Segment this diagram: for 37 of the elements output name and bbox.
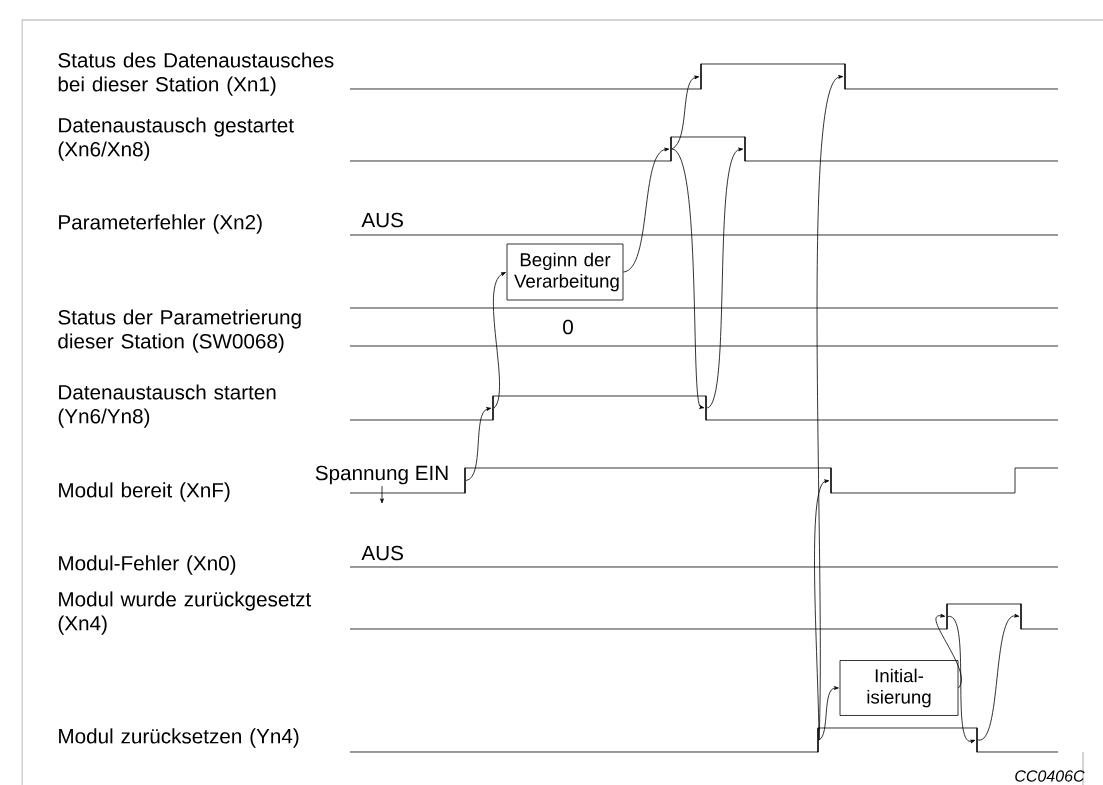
signal-edge xyxy=(976,727,978,753)
arrow xyxy=(706,147,744,409)
arrow xyxy=(816,75,844,741)
arrow xyxy=(493,272,506,409)
signal-edge xyxy=(700,63,702,90)
state-label: AUS xyxy=(361,212,403,228)
signal-edge xyxy=(744,136,746,162)
arrow xyxy=(623,147,670,273)
signal-label: Datenaustausch gestartet (Xn6/Xn8) xyxy=(58,117,294,161)
signal-label: Modul wurde zurückgesetzt (Xn4) xyxy=(58,591,312,635)
signal-edge xyxy=(1020,603,1022,630)
figure-code: CC0406C xyxy=(1015,770,1085,782)
signal-label: Modul-Fehler (Xn0) xyxy=(59,555,236,575)
signal-edge xyxy=(670,136,672,162)
signal-label: Datenaustausch starten (Yn6/Yn8) xyxy=(58,384,276,428)
signal-label: Status der Parametrierung dieser Station (SW0068) xyxy=(58,309,301,353)
process-box: Initial-isierung xyxy=(839,660,959,716)
signal-edge xyxy=(830,467,832,494)
arrow xyxy=(977,613,1020,741)
arrow xyxy=(671,75,700,150)
arrow xyxy=(671,148,705,409)
signal-edge xyxy=(946,603,948,630)
signal-label: Status des Datenaustausches bei dieser Station (Xn1) xyxy=(58,52,334,96)
arrow xyxy=(818,686,839,741)
signal-label: Modul zurücksetzen (Yn4) xyxy=(59,728,299,748)
state-label: 0 xyxy=(563,319,573,335)
signal-label: Parameterfehler (Xn2) xyxy=(59,214,262,234)
process-box: Beginn der Verarbeitung xyxy=(506,243,624,301)
event-label: Spannung EIN xyxy=(315,465,448,485)
signal-label: Modul bereit (XnF) xyxy=(59,482,230,502)
arrow xyxy=(465,407,492,481)
arrow xyxy=(947,616,976,744)
signal-edge xyxy=(464,467,466,494)
state-label: AUS xyxy=(361,545,403,561)
arrow xyxy=(935,613,962,689)
leader-arrow xyxy=(380,485,384,504)
signal-edge xyxy=(817,727,819,753)
